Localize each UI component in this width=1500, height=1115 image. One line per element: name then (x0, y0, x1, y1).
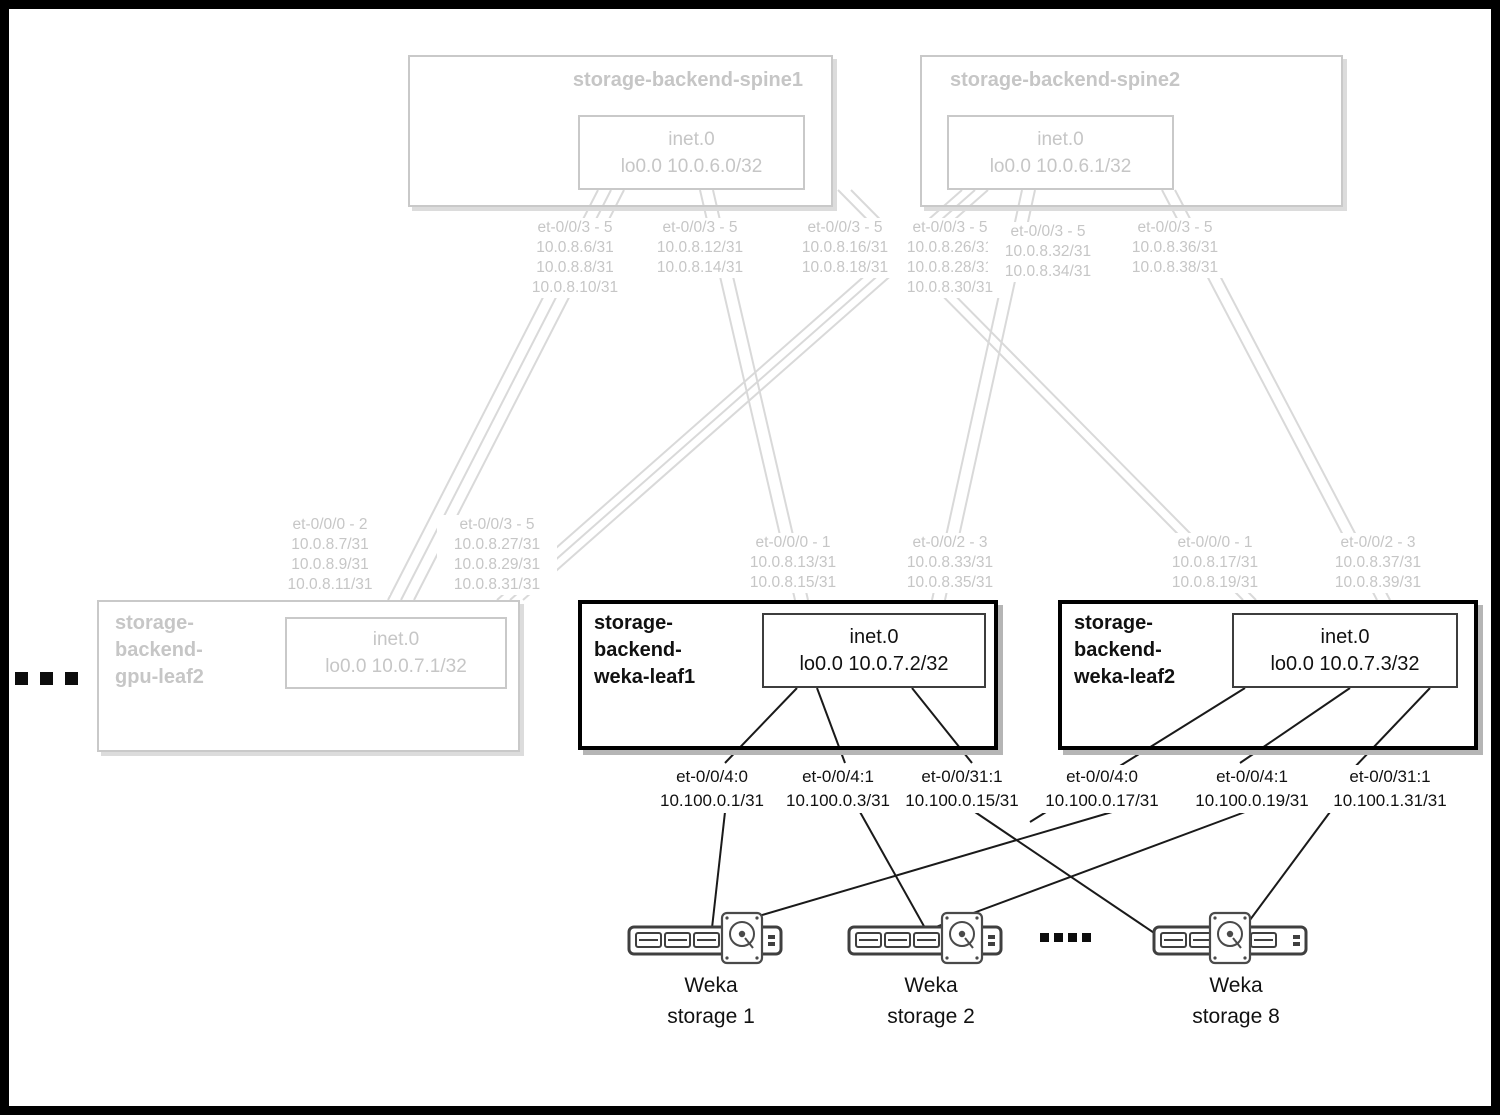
loopback-address: lo0.0 10.0.6.0/32 (620, 155, 763, 177)
node-storage-backend-weka-leaf2: storage-backend-weka-leaf2 inet.0 lo0.0 … (1058, 600, 1478, 750)
disk-icon (940, 911, 984, 965)
routing-table-box: inet.0 lo0.0 10.0.6.0/32 (578, 115, 805, 190)
node-storage-backend-weka-leaf1: storage-backend-weka-leaf1 inet.0 lo0.0 … (578, 600, 998, 750)
node-title: storage-backend-gpu-leaf2 (115, 612, 204, 688)
ellipsis-icon (15, 672, 90, 685)
leaf-storage-links (711, 687, 1431, 942)
routing-table-box: inet.0 lo0.0 10.0.7.2/32 (762, 613, 986, 688)
server-icon (627, 911, 783, 965)
routing-table-box: inet.0 lo0.0 10.0.7.1/32 (285, 617, 507, 689)
routing-table-name: inet.0 (1320, 625, 1370, 648)
node-storage-backend-gpu-leaf2: storage-backend-gpu-leaf2 inet.0 lo0.0 1… (97, 600, 520, 752)
routing-table-box: inet.0 lo0.0 10.0.7.3/32 (1232, 613, 1458, 688)
routing-table-name: inet.0 (1037, 128, 1084, 150)
routing-table-box: inet.0 lo0.0 10.0.6.1/32 (947, 115, 1174, 190)
node-title: storage-backend-weka-leaf2 (1074, 612, 1176, 688)
server-icon (847, 911, 1003, 965)
disk-icon (1208, 911, 1252, 965)
server-icon (1152, 911, 1308, 965)
node-title: storage-backend-weka-leaf1 (594, 612, 696, 688)
loopback-address: lo0.0 10.0.7.3/32 (1270, 652, 1420, 675)
node-storage-backend-spine1: storage-backend-spine1 inet.0 lo0.0 10.0… (408, 55, 833, 207)
server-weka-storage-8 (1151, 905, 1321, 974)
disk-icon (720, 911, 764, 965)
routing-table-name: inet.0 (372, 629, 420, 650)
node-title: storage-backend-spine2 (950, 69, 1181, 91)
routing-table-name: inet.0 (668, 128, 715, 150)
node-title: storage-backend-spine1 (572, 69, 803, 91)
node-storage-backend-spine2: storage-backend-spine2 inet.0 lo0.0 10.0… (920, 55, 1343, 207)
loopback-address: lo0.0 10.0.7.1/32 (325, 656, 467, 677)
ellipsis-icon (1040, 933, 1096, 942)
loopback-address: lo0.0 10.0.6.1/32 (989, 155, 1132, 177)
routing-table-name: inet.0 (849, 625, 899, 648)
loopback-address: lo0.0 10.0.7.2/32 (799, 652, 949, 675)
server-weka-storage-1 (626, 905, 796, 974)
server-weka-storage-2 (846, 905, 1016, 974)
